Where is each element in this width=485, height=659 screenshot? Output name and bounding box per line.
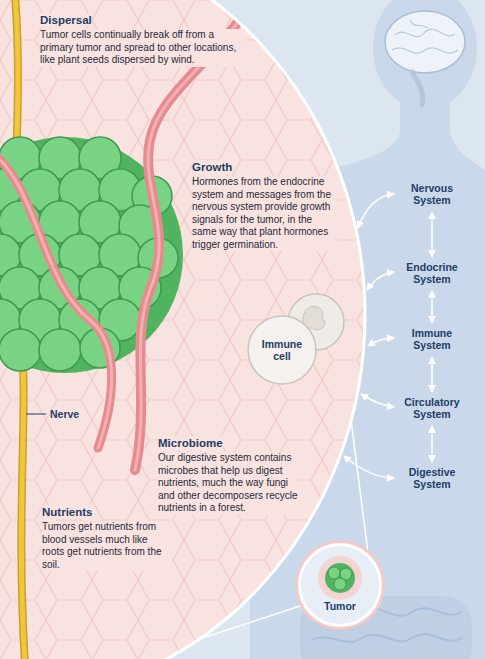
system-link-arrow <box>431 291 433 323</box>
blood-vessel <box>0 150 112 448</box>
link-arrow <box>368 338 394 346</box>
part-label: Immune cell <box>257 338 307 362</box>
section-heading: Dispersal <box>40 13 92 27</box>
tumor-icon <box>301 546 379 624</box>
link-arrow <box>361 394 394 407</box>
system-name: Endocrine System <box>397 261 467 285</box>
tumor-circle: Tumor <box>298 543 382 627</box>
immune-cell <box>248 316 316 384</box>
blood-vessel <box>0 150 112 448</box>
tumor-halo <box>318 556 362 600</box>
tumor-cell <box>334 578 346 590</box>
system-label-box: Endocrine System <box>397 261 467 287</box>
system-label-box: Digestive System <box>397 466 467 492</box>
tumor-label: Tumor <box>301 600 379 612</box>
section-heading: Growth <box>192 160 232 174</box>
leader-line <box>26 414 46 415</box>
system-label-box: Circulatory System <box>397 396 467 422</box>
intestines <box>300 596 472 659</box>
link-arrow <box>344 456 394 478</box>
part-label: Nerve <box>50 408 79 420</box>
system-label-box: Immune System <box>397 327 467 353</box>
section-heading: Microbiome <box>158 436 223 450</box>
tumor-cell <box>39 329 81 371</box>
tumor-mass <box>325 563 355 593</box>
link-arrow <box>367 272 394 290</box>
section-heading: Nutrients <box>42 505 92 519</box>
section-text: Our digestive system contains microbes t… <box>158 452 298 515</box>
brain-folds <box>392 20 458 53</box>
head-silhouette <box>373 0 477 110</box>
system-link-arrow <box>431 212 433 257</box>
section-text: Tumor cells continually break off from a… <box>40 29 245 67</box>
system-name: Digestive System <box>397 466 467 490</box>
system-name: Circulatory System <box>397 396 467 420</box>
system-label-box: Nervous System <box>397 182 467 208</box>
system-link-arrow <box>431 426 433 462</box>
brain-stem <box>412 72 423 105</box>
brain <box>385 11 465 73</box>
system-name: Immune System <box>397 327 467 351</box>
system-name: Nervous System <box>397 182 467 206</box>
tumor-cell <box>328 567 340 579</box>
tumor-cell <box>0 329 41 371</box>
link-arrow <box>358 194 394 228</box>
system-link-arrow <box>431 357 433 392</box>
section-text: Tumors get nutrients from blood vessels … <box>42 521 172 571</box>
zoom-line <box>351 420 368 553</box>
section-text: Hormones from the endocrine system and m… <box>192 176 338 251</box>
